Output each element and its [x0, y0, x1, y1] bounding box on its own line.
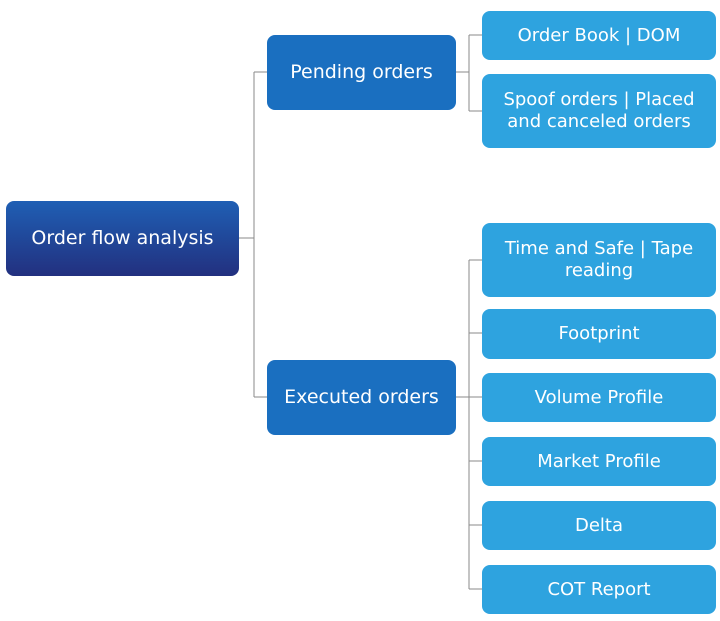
leaf-node-label: Market Profile	[537, 450, 661, 472]
leaf-node-label: Order Book | DOM	[517, 24, 681, 46]
group-node-executed-orders: Executed orders	[267, 360, 456, 435]
leaf-node-delta: Delta	[482, 501, 716, 550]
leaf-node-label: Delta	[574, 514, 624, 536]
leaf-node-cot-report: COT Report	[482, 565, 716, 614]
group-node-label: Pending orders	[290, 61, 433, 84]
leaf-node-label: COT Report	[547, 578, 651, 600]
leaf-node-label: Spoof orders | Placed and canceled order…	[503, 89, 695, 132]
leaf-node-footprint: Footprint	[482, 309, 716, 359]
leaf-node-volume-profile: Volume Profile	[482, 373, 716, 422]
group-node-pending-orders: Pending orders	[267, 35, 456, 110]
leaf-node-label: Volume Profile	[534, 386, 664, 408]
leaf-node-label: Footprint	[558, 323, 640, 345]
leaf-node-spoof-orders: Spoof orders | Placed and canceled order…	[482, 74, 716, 148]
leaf-node-time-and-safe: Time and Safe | Tape reading	[482, 223, 716, 297]
root-node-order-flow-analysis: Order flow analysis	[6, 201, 239, 276]
group-node-label: Executed orders	[284, 386, 439, 409]
root-node-label: Order flow analysis	[31, 227, 214, 250]
leaf-node-market-profile: Market Profile	[482, 437, 716, 486]
leaf-node-order-book-dom: Order Book | DOM	[482, 11, 716, 60]
leaf-node-label: Time and Safe | Tape reading	[504, 238, 694, 281]
